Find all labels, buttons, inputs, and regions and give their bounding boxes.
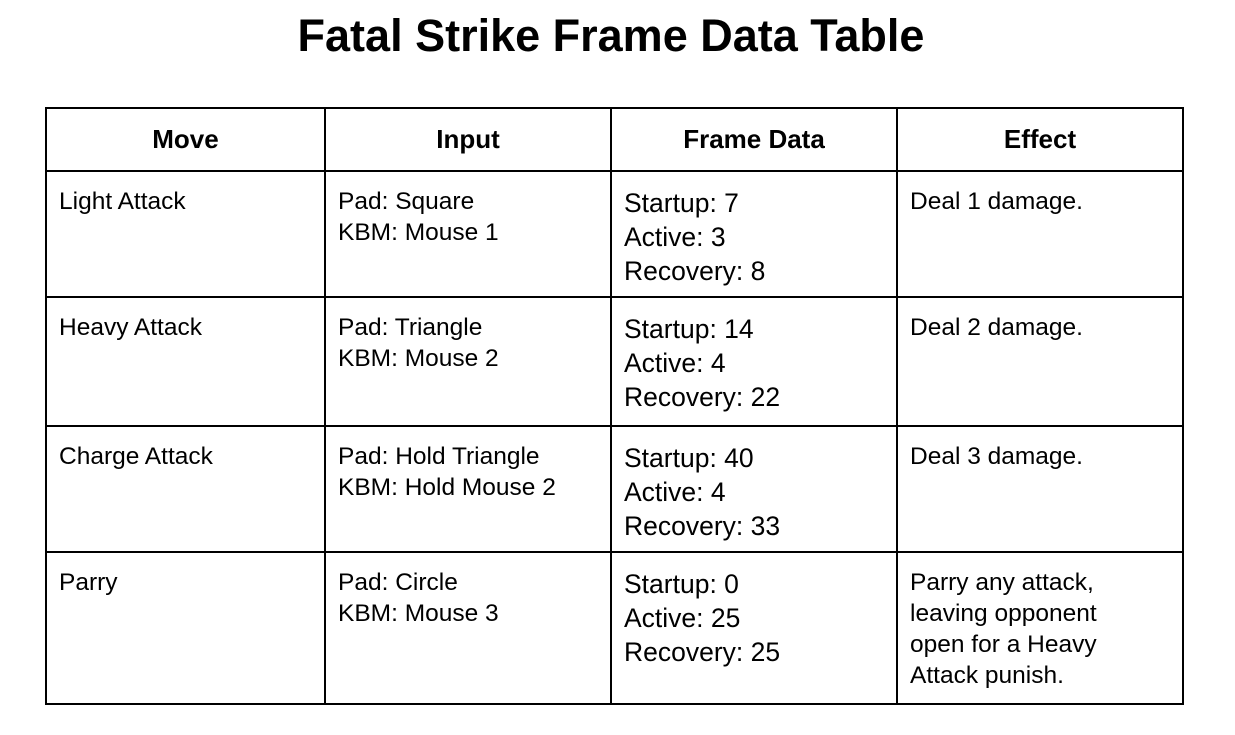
move-name: Charge Attack (59, 443, 213, 470)
input-pad: Pad: Square (338, 188, 475, 215)
table-header-row: Move Input Frame Data Effect (45, 107, 1184, 172)
frame-data-cell: Startup: 40 Active: 4 Recovery: 33 (610, 425, 898, 553)
move-cell: Light Attack (45, 170, 326, 298)
effect-text-line: Attack punish. (910, 662, 1064, 689)
frame-active: Active: 25 (624, 603, 741, 633)
frame-active: Active: 4 (624, 477, 726, 507)
input-cell: Pad: Triangle KBM: Mouse 2 (324, 296, 612, 427)
effect-text-line: leaving opponent (910, 600, 1097, 627)
header-frame-data: Frame Data (610, 107, 898, 172)
frame-data-cell: Startup: 0 Active: 25 Recovery: 25 (610, 551, 898, 705)
move-name: Parry (59, 569, 118, 596)
frame-startup: Startup: 40 (624, 443, 754, 473)
effect-cell: Parry any attack, leaving opponent open … (896, 551, 1184, 705)
effect-text-line: Parry any attack, (910, 569, 1094, 596)
input-kbm: KBM: Mouse 1 (338, 219, 499, 246)
effect-cell: Deal 3 damage. (896, 425, 1184, 553)
header-effect: Effect (896, 107, 1184, 172)
frame-recovery: Recovery: 8 (624, 256, 766, 286)
frame-recovery: Recovery: 22 (624, 382, 781, 412)
input-cell: Pad: Square KBM: Mouse 1 (324, 170, 612, 298)
effect-cell: Deal 1 damage. (896, 170, 1184, 298)
input-cell: Pad: Circle KBM: Mouse 3 (324, 551, 612, 705)
frame-active: Active: 4 (624, 348, 726, 378)
frame-data-cell: Startup: 7 Active: 3 Recovery: 8 (610, 170, 898, 298)
frame-recovery: Recovery: 33 (624, 511, 781, 541)
effect-cell: Deal 2 damage. (896, 296, 1184, 427)
input-kbm: KBM: Mouse 2 (338, 345, 499, 372)
header-input: Input (324, 107, 612, 172)
effect-text: Deal 1 damage. (910, 188, 1083, 215)
table-row: Charge Attack Pad: Hold Triangle KBM: Ho… (45, 425, 1184, 553)
table-row: Light Attack Pad: Square KBM: Mouse 1 St… (45, 170, 1184, 298)
frame-active: Active: 3 (624, 222, 726, 252)
move-cell: Parry (45, 551, 326, 705)
frame-data-cell: Startup: 14 Active: 4 Recovery: 22 (610, 296, 898, 427)
effect-text: Deal 2 damage. (910, 314, 1083, 341)
move-name: Light Attack (59, 188, 186, 215)
input-kbm: KBM: Mouse 3 (338, 600, 499, 627)
input-cell: Pad: Hold Triangle KBM: Hold Mouse 2 (324, 425, 612, 553)
move-cell: Charge Attack (45, 425, 326, 553)
table-row: Heavy Attack Pad: Triangle KBM: Mouse 2 … (45, 296, 1184, 427)
header-move: Move (45, 107, 326, 172)
table-row: Parry Pad: Circle KBM: Mouse 3 Startup: … (45, 551, 1184, 705)
page-title: Fatal Strike Frame Data Table (297, 10, 925, 61)
frame-recovery: Recovery: 25 (624, 637, 781, 667)
move-name: Heavy Attack (59, 314, 202, 341)
frame-startup: Startup: 0 (624, 569, 739, 599)
effect-text: Deal 3 damage. (910, 443, 1083, 470)
frame-startup: Startup: 14 (624, 314, 754, 344)
input-pad: Pad: Circle (338, 569, 458, 596)
effect-text-line: open for a Heavy (910, 631, 1097, 658)
frame-data-table: Move Input Frame Data Effect Light Attac… (45, 107, 1184, 705)
input-pad: Pad: Hold Triangle (338, 443, 540, 470)
input-pad: Pad: Triangle (338, 314, 483, 341)
move-cell: Heavy Attack (45, 296, 326, 427)
frame-startup: Startup: 7 (624, 188, 739, 218)
input-kbm: KBM: Hold Mouse 2 (338, 474, 556, 501)
